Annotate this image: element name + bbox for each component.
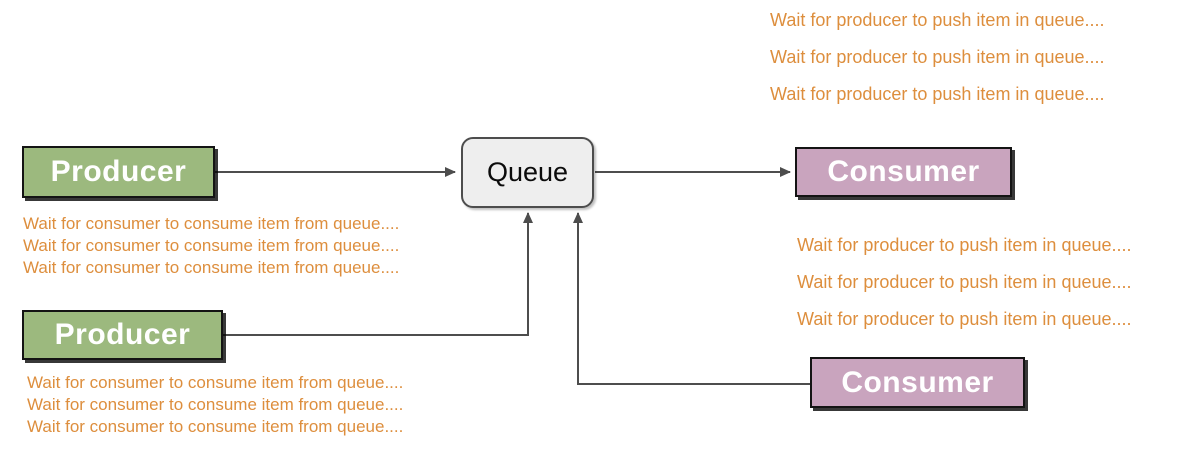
consumer-bottom-to-queue-arrow <box>573 212 810 385</box>
wait-log-line: Wait for consumer to consume item from q… <box>27 417 404 436</box>
wait-log-line: Wait for producer to push item in queue.… <box>797 272 1132 292</box>
wait-log-line: Wait for consumer to consume item from q… <box>23 214 400 233</box>
wait-log-line: Wait for consumer to consume item from q… <box>23 236 400 255</box>
queue-label: Queue <box>486 157 569 187</box>
wait-log-line: Wait for producer to push item in queue.… <box>770 47 1105 67</box>
wait-log-line: Wait for producer to push item in queue.… <box>797 235 1132 255</box>
producer-top-node: Producer <box>22 146 215 198</box>
wait-log-line: Wait for producer to push item in queue.… <box>797 309 1132 329</box>
consumer-bottom-node: Consumer <box>810 357 1025 408</box>
producer-bottom-label: Producer <box>54 318 191 351</box>
wait-log-line: Wait for producer to push item in queue.… <box>770 10 1105 30</box>
queue-node: Queue <box>461 137 594 208</box>
consumer-top-wait-log: Wait for producer to push item in queue.… <box>770 2 1105 113</box>
wait-log-line: Wait for consumer to consume item from q… <box>23 258 400 277</box>
consumer-top-node: Consumer <box>795 147 1012 197</box>
producer-top-label: Producer <box>50 155 187 188</box>
wait-log-line: Wait for producer to push item in queue.… <box>770 84 1105 104</box>
consumer-top-label: Consumer <box>827 155 980 188</box>
consumer-bottom-label: Consumer <box>841 365 994 399</box>
wait-log-line: Wait for consumer to consume item from q… <box>27 373 404 392</box>
producer-bottom-wait-log: Wait for consumer to consume item from q… <box>27 372 403 438</box>
consumer-bottom-wait-log: Wait for producer to push item in queue.… <box>797 227 1132 338</box>
producer-top-wait-log: Wait for consumer to consume item from q… <box>23 213 399 279</box>
wait-log-line: Wait for consumer to consume item from q… <box>27 395 404 414</box>
producer-bottom-node: Producer <box>22 310 223 360</box>
